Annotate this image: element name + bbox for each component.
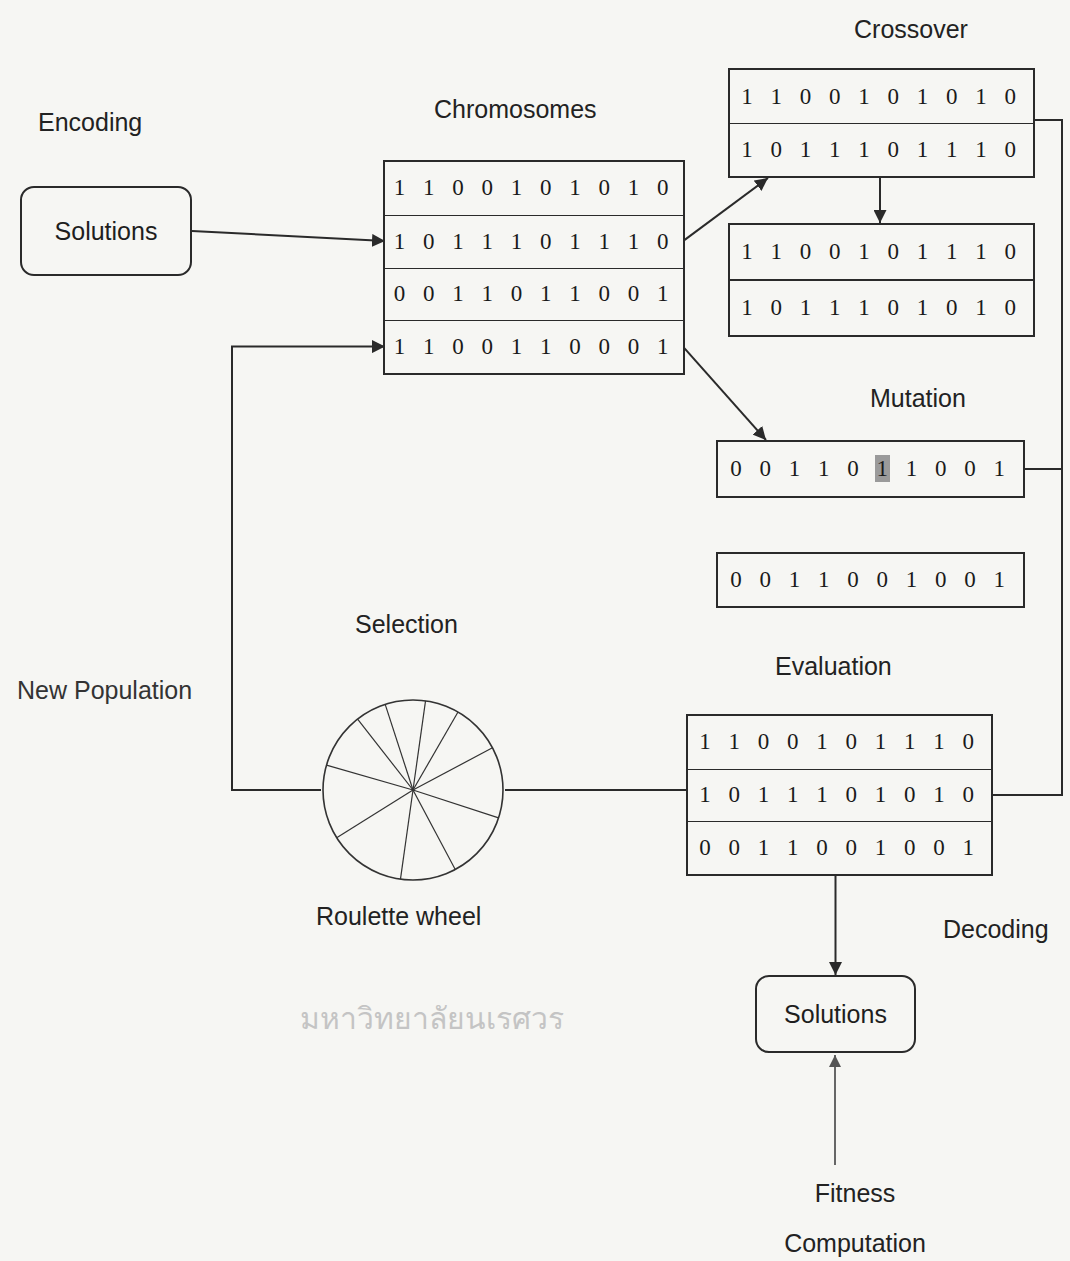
bit-string: 0 0 1 1 0 1 1 0 0 1: [730, 456, 1011, 482]
step-label: Encoding: [38, 108, 142, 137]
wheel-spoke: [385, 704, 413, 790]
bit-string: 1 0 1 1 1 0 1 0 1 0: [699, 782, 980, 808]
wheel-drawing: [321, 698, 505, 882]
bit-string: 0 0 1 1 0 0 1 0 0 1: [699, 835, 980, 861]
fitness-arrow: [834, 1055, 836, 1165]
bit-string: 1 1 0 0 1 0 1 0 1 0: [394, 175, 675, 201]
evaluated-row: 1 0 1 1 1 0 1 0 1 0: [688, 769, 991, 822]
parent-row: 1 1 0 0 1 0 1 0 1 0: [730, 70, 1033, 123]
roulette-wheel: SelectionRoulette wheel: [321, 698, 505, 882]
wheel-spoke: [358, 719, 413, 790]
crossover-table: Crossover1 1 0 0 1 0 1 0 1 01 0 1 1 1 0 …: [728, 68, 1035, 178]
section-heading: Selection: [355, 610, 458, 639]
bit-string: 0 0 1 1 0 0 1 0 0 1: [730, 567, 1011, 593]
section-heading: Crossover: [854, 15, 968, 44]
wheel-spoke: [400, 790, 413, 879]
box-label: Solutions: [784, 1000, 887, 1029]
section-heading: Evaluation: [775, 652, 892, 681]
solutions-box: Solutions: [755, 975, 916, 1053]
bit-string: 1 1 0 0 1 0 1 1 1 0: [699, 729, 980, 755]
wheel-rim: [323, 700, 503, 880]
solutions-box: Solutions: [20, 186, 192, 276]
bit-string: 1 0 1 1 1 0 1 1 1 0: [741, 137, 1022, 163]
wheel-spoke: [413, 701, 426, 790]
evaluation-table: Evaluation1 1 0 0 1 0 1 1 1 01 0 1 1 1 0…: [686, 714, 993, 876]
bit-string: 0 0 1 1 0 1 1 0 0 1: [394, 281, 675, 307]
bit-string: 1 1 0 0 1 0 1 0 1 0: [741, 84, 1022, 110]
wheel-spoke: [413, 790, 455, 869]
chromosome-row: 1 1 0 0 1 1 0 0 0 1: [385, 320, 683, 373]
wheel-spoke: [326, 765, 413, 790]
flow-connector: [683, 347, 766, 440]
watermark: มหาวิทยาลัยนเรศวร: [300, 995, 564, 1042]
mutated-box: 0 0 1 1 0 0 1 0 0 1: [716, 552, 1025, 608]
chromosome-row: 1 1 0 0 1 0 1 0 1 0: [385, 162, 683, 215]
mutation-box: Mutation0 0 1 1 0 1 1 0 0 1: [716, 440, 1025, 498]
chromosome-row: 0 0 1 1 0 1 1 0 0 1: [385, 268, 683, 321]
parent-row: 1 0 1 1 1 0 1 1 1 0: [730, 123, 1033, 176]
section-heading: Mutation: [870, 384, 966, 413]
bit-string: 1 1 0 0 1 1 0 0 0 1: [394, 334, 675, 360]
flow-connector: [991, 469, 1062, 795]
evaluated-row: 0 0 1 1 0 0 1 0 0 1: [688, 821, 991, 874]
chromosome-row: 1 0 1 1 1 0 1 1 1 0: [385, 215, 683, 268]
flow-connector: [835, 876, 837, 975]
box-label: Solutions: [55, 217, 158, 246]
connector-label: New Population: [15, 676, 194, 705]
flow-connector: [879, 178, 881, 223]
wheel-spoke: [337, 790, 413, 838]
bit-string: 1 0 1 1 1 0 1 1 1 0: [394, 229, 675, 255]
chromosome-table: Chromosomes1 1 0 0 1 0 1 0 1 01 0 1 1 1 …: [383, 160, 685, 375]
offspring-row: 1 1 0 0 1 0 1 1 1 0: [728, 223, 1035, 281]
wheel-spoke: [413, 748, 492, 790]
step-label: Decoding: [943, 915, 1049, 944]
step-label: Fitness Computation: [765, 1168, 945, 1261]
flow-connector: [192, 231, 385, 241]
section-heading: Roulette wheel: [316, 902, 481, 931]
section-heading: Chromosomes: [434, 95, 597, 124]
offspring-row: 1 0 1 1 1 0 1 0 1 0: [728, 279, 1035, 337]
evaluated-row: 1 1 0 0 1 0 1 1 1 0: [688, 716, 991, 769]
bit-string: 1 0 1 1 1 0 1 0 1 0: [741, 295, 1022, 321]
bit-string: 1 1 0 0 1 0 1 1 1 0: [741, 239, 1022, 265]
flow-connector: [505, 789, 688, 791]
